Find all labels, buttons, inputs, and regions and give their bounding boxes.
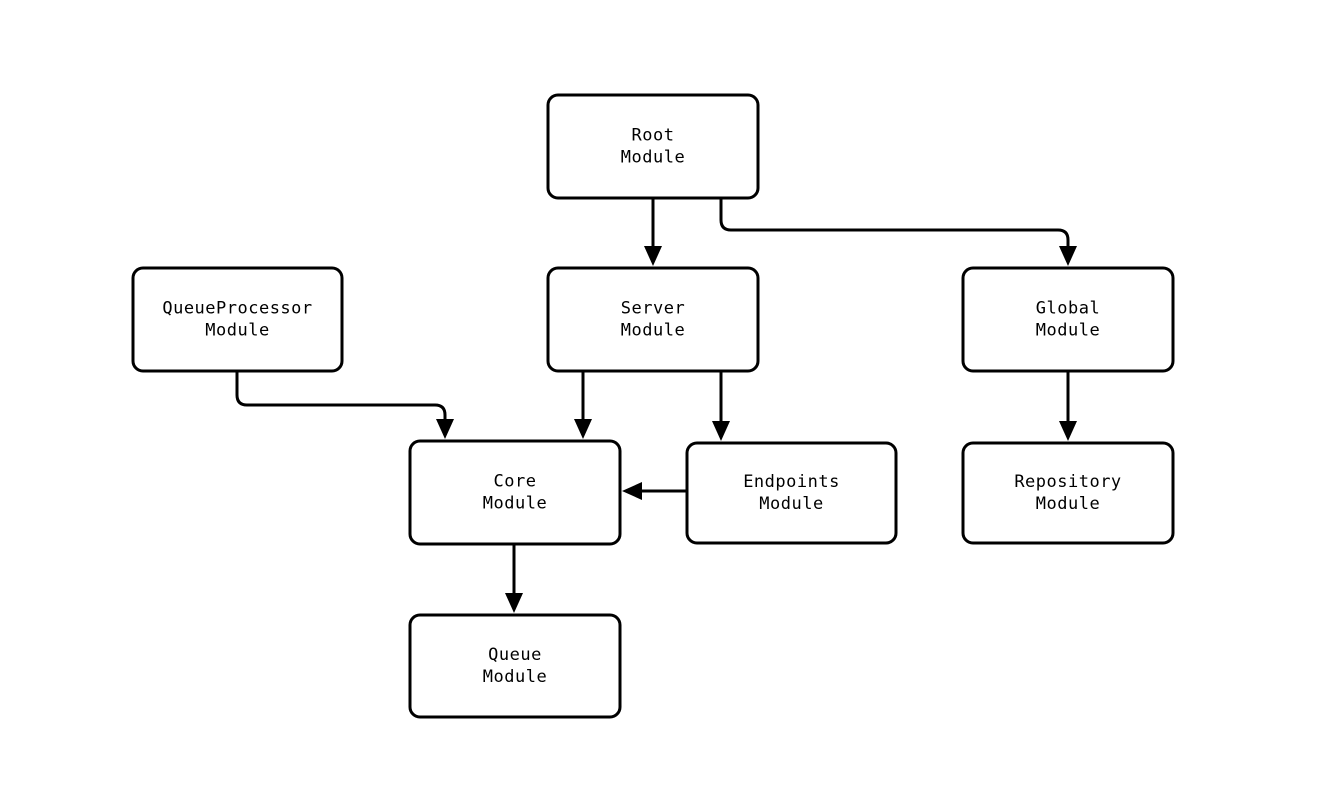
edge-root-to-server bbox=[644, 198, 662, 266]
node-label-line1: Endpoints bbox=[743, 472, 840, 492]
arrowhead-icon bbox=[436, 419, 454, 439]
node-box[interactable] bbox=[546, 93, 760, 200]
node-label-line1: Server bbox=[621, 299, 685, 319]
node-box[interactable] bbox=[961, 266, 1175, 373]
node-label-line1: QueueProcessor bbox=[162, 299, 312, 319]
arrowhead-icon bbox=[1059, 246, 1077, 266]
edge-root-to-global bbox=[719, 198, 1077, 266]
node-label-line1: Queue bbox=[488, 645, 542, 665]
arrowhead-icon bbox=[712, 421, 730, 441]
node-box[interactable] bbox=[685, 441, 898, 545]
nodes-layer: RootModuleQueueProcessorModuleServerModu… bbox=[131, 93, 1175, 719]
edge-endpoints-to-core bbox=[622, 482, 687, 500]
edge-server-to-core bbox=[574, 371, 592, 439]
edge-line bbox=[719, 198, 1070, 250]
node-label-line1: Core bbox=[494, 472, 537, 492]
edge-server-to-endpoints bbox=[712, 371, 730, 441]
node-box[interactable] bbox=[546, 266, 760, 373]
node-label-line2: Module bbox=[483, 667, 547, 687]
arrowhead-icon bbox=[574, 419, 592, 439]
arrowhead-icon bbox=[1059, 421, 1077, 441]
node-box[interactable] bbox=[961, 441, 1175, 545]
node-label-line2: Module bbox=[621, 148, 685, 168]
node-box[interactable] bbox=[131, 266, 344, 373]
node-label-line2: Module bbox=[205, 321, 269, 341]
node-label-line2: Module bbox=[1036, 321, 1100, 341]
node-label-line2: Module bbox=[1036, 494, 1100, 514]
arrowhead-icon bbox=[644, 246, 662, 266]
node-label-line2: Module bbox=[621, 321, 685, 341]
edge-queueprocessor-to-core bbox=[235, 371, 454, 439]
node-label-line1: Root bbox=[632, 126, 675, 146]
node-label-line1: Repository bbox=[1014, 472, 1121, 492]
node-label-line2: Module bbox=[759, 494, 823, 514]
node-label-line2: Module bbox=[483, 494, 547, 514]
edge-global-to-repository bbox=[1059, 371, 1077, 441]
node-label-line1: Global bbox=[1036, 299, 1100, 319]
edge-line bbox=[235, 371, 447, 423]
node-box[interactable] bbox=[408, 613, 622, 719]
edge-core-to-queue bbox=[505, 544, 523, 613]
node-box[interactable] bbox=[408, 439, 622, 546]
arrowhead-icon bbox=[622, 482, 642, 500]
edges-layer bbox=[235, 198, 1077, 613]
arrowhead-icon bbox=[505, 593, 523, 613]
